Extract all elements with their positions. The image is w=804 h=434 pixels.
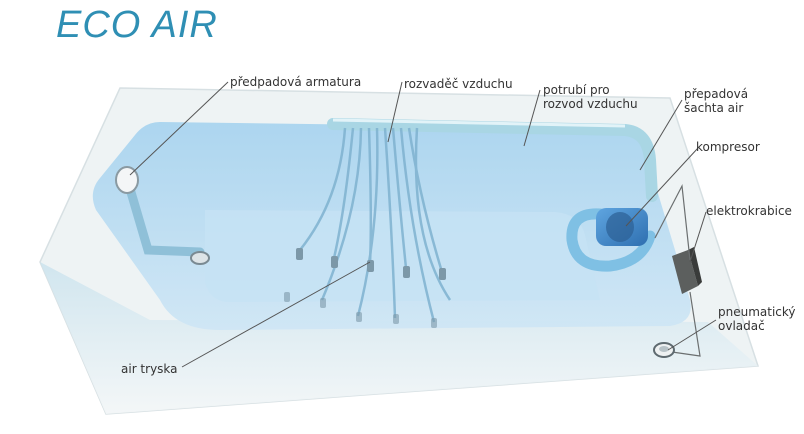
pneumatic-button: [653, 342, 675, 358]
label-overflow-shaft: přepadová šachta air: [684, 87, 748, 115]
overflow-fitting: [115, 166, 210, 265]
label-electric-box: elektrokrabice: [706, 204, 792, 218]
tub-front-wall: [40, 262, 758, 414]
label-overflow-fitting: předpadová armatura: [230, 75, 362, 89]
diagram-title: ECO AIR: [56, 4, 218, 46]
label-compressor: kompresor: [696, 140, 760, 154]
label-pneumatic-control: pneumatický ovladač: [718, 305, 796, 333]
label-overflow-shaft-line1: přepadová: [684, 87, 749, 101]
label-pneumatic-control-line2: ovladač: [718, 319, 765, 333]
air-pipe: [327, 118, 658, 202]
label-air-distributor: rozvaděč vzduchu: [404, 77, 513, 91]
label-air-pipe: potrubí pro rozvod vzduchu: [543, 83, 638, 111]
compressor: [566, 208, 656, 272]
air-jets: [284, 248, 446, 328]
tub-floor: [205, 210, 600, 302]
cables: [654, 183, 701, 357]
label-overflow-shaft-line2: šachta air: [684, 101, 744, 115]
label-pneumatic-control-line1: pneumatický: [718, 305, 796, 319]
label-air-pipe-line2: rozvod vzduchu: [543, 97, 638, 111]
air-hoses: [299, 127, 452, 323]
label-air-jet: air tryska: [121, 362, 178, 376]
label-air-pipe-line1: potrubí pro: [543, 83, 610, 97]
leader-lines: [129, 81, 717, 368]
